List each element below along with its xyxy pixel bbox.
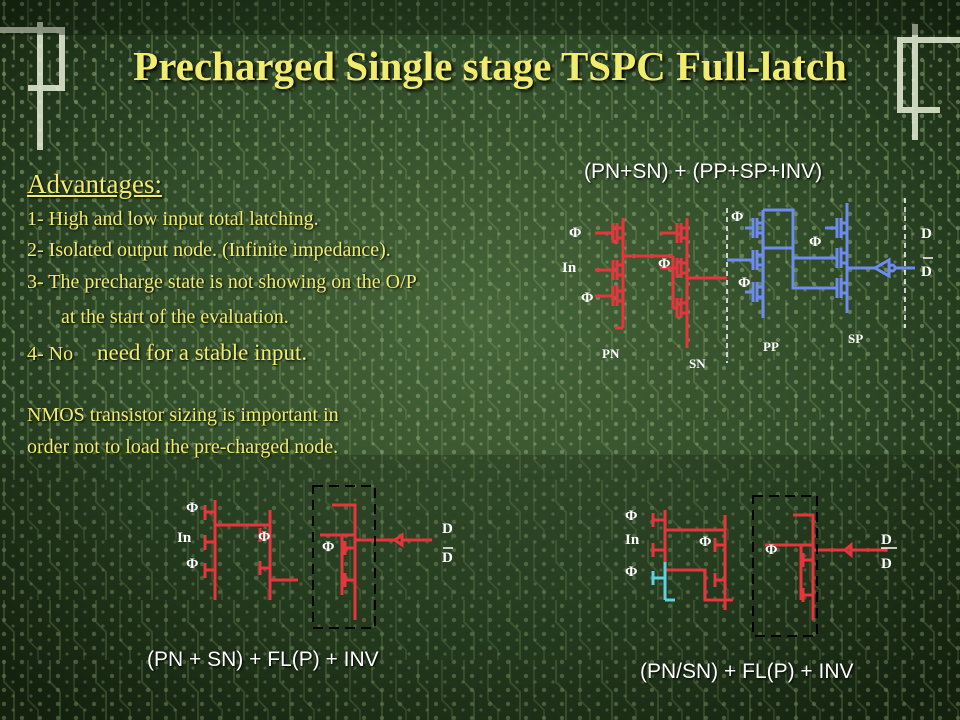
advantage-item-4-prefix: 4- No	[27, 343, 74, 365]
output-d-label: D	[921, 226, 932, 242]
stage-label-pp: PP	[763, 339, 779, 354]
pp-sp-stage	[727, 203, 915, 318]
phi-label: Φ	[625, 564, 637, 580]
phi-label: Φ	[258, 529, 270, 545]
advantage-item-3: 3- The precharge state is not showing on…	[27, 271, 417, 293]
caption-top-circuit: (PN+SN) + (PP+SP+INV)	[584, 160, 823, 183]
advantage-item-3-continued: at the start of the evaluation.	[61, 306, 289, 328]
left-latch-stage	[203, 500, 432, 620]
note-line-2: order not to load the pre-charged node.	[27, 436, 339, 458]
highlight-box	[312, 485, 376, 629]
input-label: In	[177, 530, 192, 546]
phi-label: Φ	[765, 542, 777, 558]
caption-bottom-left-circuit: (PN + SN) + FL(P) + INV	[147, 648, 379, 671]
stage-label-sn: SN	[689, 356, 706, 371]
output-d-label: D	[442, 521, 453, 537]
slide-title: Precharged Single stage TSPC Full-latch	[133, 43, 847, 89]
stage-label-sp: SP	[848, 331, 863, 346]
phi-label: Φ	[731, 209, 743, 225]
phi-label: Φ	[186, 500, 198, 516]
input-label: In	[562, 260, 577, 276]
pn-stage	[595, 218, 727, 348]
output-dbar-label: D	[921, 264, 932, 280]
caption-bottom-right-circuit: (PN/SN) + FL(P) + INV	[640, 660, 854, 683]
output-dbar-label: D	[881, 556, 892, 572]
bottom-right-circuit-schematic: Φ In Φ Φ Φ D D	[625, 495, 897, 637]
highlight-box	[752, 495, 818, 637]
advantage-item-4-text: need for a stable input.	[97, 340, 308, 365]
phi-label: Φ	[699, 534, 711, 550]
output-d-label: D	[881, 532, 892, 548]
cyan-transistor	[651, 562, 675, 602]
phi-label: Φ	[738, 275, 750, 291]
top-circuit-schematic: Φ In Φ Φ Φ Φ Φ D D PN SN PP SP	[562, 198, 933, 371]
bottom-left-circuit-schematic: Φ In Φ Φ Φ D D	[177, 485, 453, 629]
phi-label: Φ	[625, 508, 637, 524]
advantage-item-2: 2- Isolated output node. (Infinite imped…	[27, 239, 391, 261]
phi-label: Φ	[658, 256, 670, 272]
phi-label: Φ	[581, 290, 593, 306]
note-line-1: NMOS transistor sizing is important in	[27, 404, 339, 426]
phi-label: Φ	[809, 234, 821, 250]
advantage-item-1: 1- High and low input total latching.	[27, 208, 319, 230]
stage-label-pn: PN	[602, 346, 620, 361]
output-dbar-label: D	[442, 550, 453, 566]
advantages-heading: Advantages:	[27, 169, 162, 199]
right-latch-stage	[651, 510, 887, 620]
input-label: In	[625, 532, 640, 548]
phi-label: Φ	[322, 539, 334, 555]
phi-label: Φ	[186, 556, 198, 572]
phi-label: Φ	[569, 225, 581, 241]
